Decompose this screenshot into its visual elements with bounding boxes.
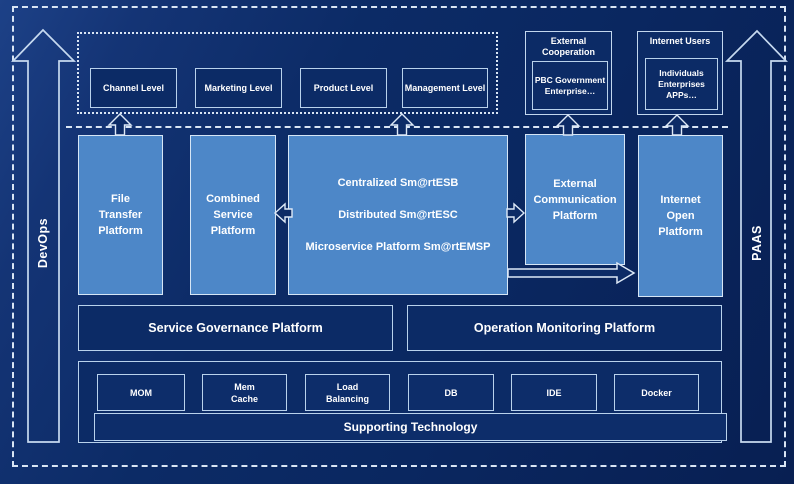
- esb-platform-label: Centralized Sm@rtESB Distributed Sm@rtES…: [306, 159, 491, 271]
- load-balancing-label: Load Balancing: [325, 381, 369, 404]
- box-esb-platform: Centralized Sm@rtESB Distributed Sm@rtES…: [288, 135, 508, 295]
- box-internet-open-platform: Internet Open Platform: [638, 135, 723, 297]
- box-service-governance-platform: Service Governance Platform: [78, 305, 393, 351]
- channel-level-label: Channel Level: [102, 83, 165, 93]
- esb-line-3: Microservice Platform Sm@rtEMSP: [305, 241, 491, 253]
- esb-line-2: Distributed Sm@rtESC: [338, 209, 458, 221]
- db-label: DB: [444, 387, 458, 398]
- docker-label: Docker: [641, 387, 672, 398]
- box-internet-users: Internet Users Individuals Enterprises A…: [637, 31, 723, 115]
- product-level-label: Product Level: [313, 83, 374, 93]
- external-cooperation-title: External Cooperation: [542, 36, 595, 57]
- service-governance-label: Service Governance Platform: [148, 321, 323, 335]
- box-channel-level: Channel Level: [90, 68, 177, 108]
- operation-monitoring-label: Operation Monitoring Platform: [473, 321, 656, 335]
- box-docker: Docker: [614, 374, 699, 411]
- mom-label: MOM: [130, 387, 152, 398]
- internet-open-platform-label: Internet Open Platform: [658, 194, 703, 238]
- supporting-technology-bar: Supporting Technology: [94, 413, 727, 441]
- file-transfer-platform-label: File Transfer Platform: [98, 193, 143, 237]
- channel-levels-group: [77, 32, 498, 114]
- box-product-level: Product Level: [300, 68, 387, 108]
- box-mem-cache: Mem Cache: [202, 374, 287, 411]
- mem-cache-label: Mem Cache: [230, 381, 258, 404]
- supporting-technology-label: Supporting Technology: [343, 420, 478, 434]
- marketing-level-label: Marketing Level: [204, 83, 273, 93]
- box-management-level: Management Level: [402, 68, 488, 108]
- internet-users-members: Individuals Enterprises APPs…: [645, 58, 718, 110]
- management-level-label: Management Level: [404, 83, 486, 93]
- box-combined-service-platform: Combined Service Platform: [190, 135, 276, 295]
- box-file-transfer-platform: File Transfer Platform: [78, 135, 163, 295]
- box-db: DB: [408, 374, 494, 411]
- ide-label: IDE: [546, 387, 562, 398]
- esb-line-1: Centralized Sm@rtESB: [337, 177, 459, 189]
- box-marketing-level: Marketing Level: [195, 68, 282, 108]
- internet-users-title: Internet Users: [649, 36, 711, 46]
- dashed-separator-line: [66, 126, 728, 128]
- box-external-cooperation: External Cooperation PBC Government Ente…: [525, 31, 612, 115]
- external-cooperation-members: PBC Government Enterprise…: [532, 61, 608, 110]
- combined-service-platform-label: Combined Service Platform: [206, 193, 260, 237]
- box-operation-monitoring-platform: Operation Monitoring Platform: [407, 305, 722, 351]
- box-load-balancing: Load Balancing: [305, 374, 390, 411]
- external-communication-platform-label: External Communication Platform: [533, 177, 617, 222]
- box-ide: IDE: [511, 374, 597, 411]
- box-external-communication-platform: External Communication Platform: [525, 134, 625, 265]
- box-mom: MOM: [97, 374, 185, 411]
